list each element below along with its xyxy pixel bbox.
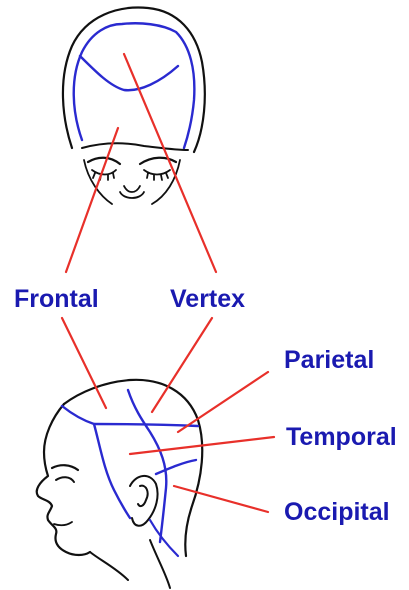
side-brow: [52, 465, 78, 470]
side-jaw-neck: [90, 540, 170, 588]
region-labels: Frontal Vertex Parietal Temporal Occipit…: [14, 285, 397, 526]
vertex-side-leader: [152, 318, 212, 412]
label-parietal: Parietal: [284, 346, 374, 374]
side-temporal-boundary: [156, 460, 196, 474]
label-temporal: Temporal: [286, 423, 397, 451]
top-right-eye: [144, 170, 170, 180]
top-left-eye: [92, 170, 116, 180]
parietal-leader: [178, 372, 268, 432]
side-ear: [130, 476, 158, 526]
top-region-outline: [74, 23, 195, 148]
label-vertex: Vertex: [170, 285, 245, 313]
top-hairline: [82, 143, 188, 150]
label-occipital: Occipital: [284, 498, 390, 526]
side-face-profile: [37, 404, 90, 555]
top-vertex-boundary: [80, 56, 178, 90]
frontal-side-leader: [62, 318, 106, 408]
leader-lines: [62, 54, 274, 512]
vertex-top-leader: [124, 54, 216, 272]
side-head-outline: [64, 380, 202, 556]
head-side-view: [37, 380, 203, 588]
side-vertex-arc: [128, 390, 166, 542]
top-left-brow: [88, 158, 120, 164]
side-hairline: [62, 406, 130, 518]
head-top-view: [63, 8, 205, 204]
label-frontal: Frontal: [14, 285, 99, 313]
frontal-top-leader: [66, 128, 118, 272]
occipital-leader: [174, 486, 268, 512]
side-mouth: [54, 522, 72, 525]
top-nose: [120, 186, 144, 198]
side-eye: [56, 477, 74, 482]
